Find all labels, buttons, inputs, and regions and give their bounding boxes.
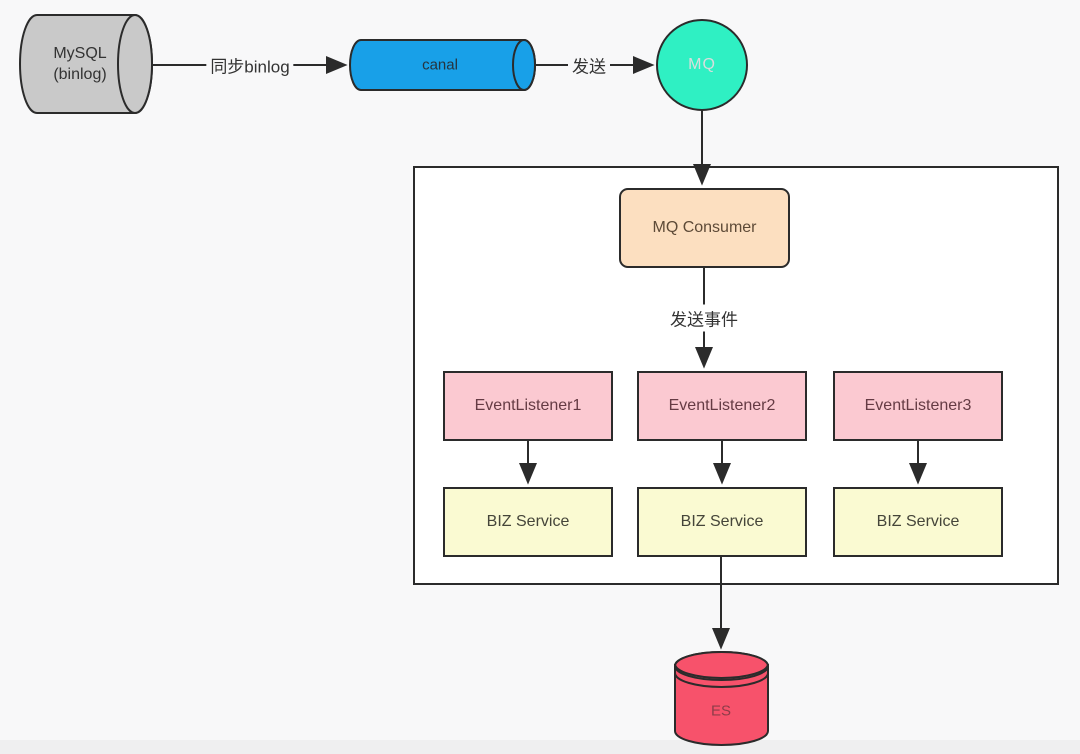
event-listener-3-node: EventListener3 — [833, 371, 1003, 441]
canal-node-label: canal — [422, 56, 458, 74]
biz-service-1-label: BIZ Service — [486, 513, 570, 530]
es-node-label: ES — [710, 702, 732, 720]
event-listener-2-label: EventListener2 — [668, 397, 776, 414]
canal-cylinder-shape — [349, 39, 536, 91]
edge-label-send: 发送 — [568, 51, 610, 79]
event-listener-1-label: EventListener1 — [474, 397, 582, 414]
biz-service-1-node: BIZ Service — [443, 487, 613, 557]
bottom-strip — [0, 740, 1080, 754]
biz-service-3-label: BIZ Service — [876, 513, 960, 530]
biz-service-2-label: BIZ Service — [680, 513, 764, 530]
es-cylinder-shape — [674, 651, 769, 746]
event-listener-2-node: EventListener2 — [637, 371, 807, 441]
event-listener-3-label: EventListener3 — [864, 397, 972, 414]
mq-consumer-node: MQ Consumer — [619, 188, 790, 268]
mq-consumer-label: MQ Consumer — [652, 219, 757, 236]
mysql-node-label: MySQL (binlog) — [53, 43, 106, 85]
event-listener-1-node: EventListener1 — [443, 371, 613, 441]
biz-service-2-node: BIZ Service — [637, 487, 807, 557]
mq-node-label: MQ — [688, 56, 716, 73]
biz-service-3-node: BIZ Service — [833, 487, 1003, 557]
mysql-label-line2: (binlog) — [53, 66, 107, 83]
mysql-label-line1: MySQL — [53, 45, 107, 62]
edge-label-sync-binlog: 同步binlog — [206, 51, 294, 79]
mysql-cylinder-shape — [19, 14, 153, 114]
edge-label-send-event: 发送事件 — [666, 304, 742, 332]
